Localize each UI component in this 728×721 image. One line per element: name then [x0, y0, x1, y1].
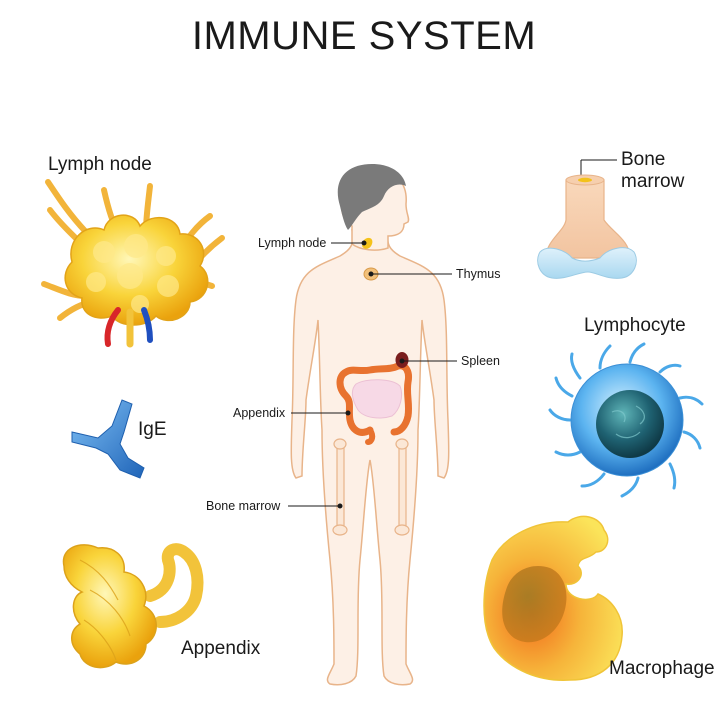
body-label-bone-marrow: Bone marrow: [206, 499, 281, 513]
bone-marrow-illustration: [537, 174, 637, 279]
body-label-lymph-node: Lymph node: [258, 236, 327, 250]
ige-antibody: [71, 399, 145, 479]
lymph-node-illustration: [41, 179, 225, 348]
appendix-illustration: [62, 543, 204, 669]
pointer-lines: [288, 159, 617, 509]
label-ige: IgE: [138, 419, 167, 440]
small-intestine: [351, 379, 403, 419]
label-macrophage: Macrophage: [609, 658, 715, 679]
hair: [337, 164, 406, 230]
body-label-spleen: Spleen: [461, 354, 500, 368]
label-lymph-node: Lymph node: [48, 154, 152, 175]
diagram-title: IMMUNE SYSTEM: [191, 14, 537, 58]
label-bone-marrow-line1: Bone: [621, 149, 666, 170]
lymphocyte-illustration: [548, 342, 704, 498]
label-lymphocyte: Lymphocyte: [584, 315, 686, 336]
body-label-thymus: Thymus: [456, 267, 501, 281]
macrophage-illustration: [483, 515, 623, 681]
label-appendix: Appendix: [181, 638, 261, 659]
body-label-appendix: Appendix: [233, 406, 286, 420]
body-outline: [290, 229, 450, 686]
label-bone-marrow-line2: marrow: [621, 171, 685, 192]
